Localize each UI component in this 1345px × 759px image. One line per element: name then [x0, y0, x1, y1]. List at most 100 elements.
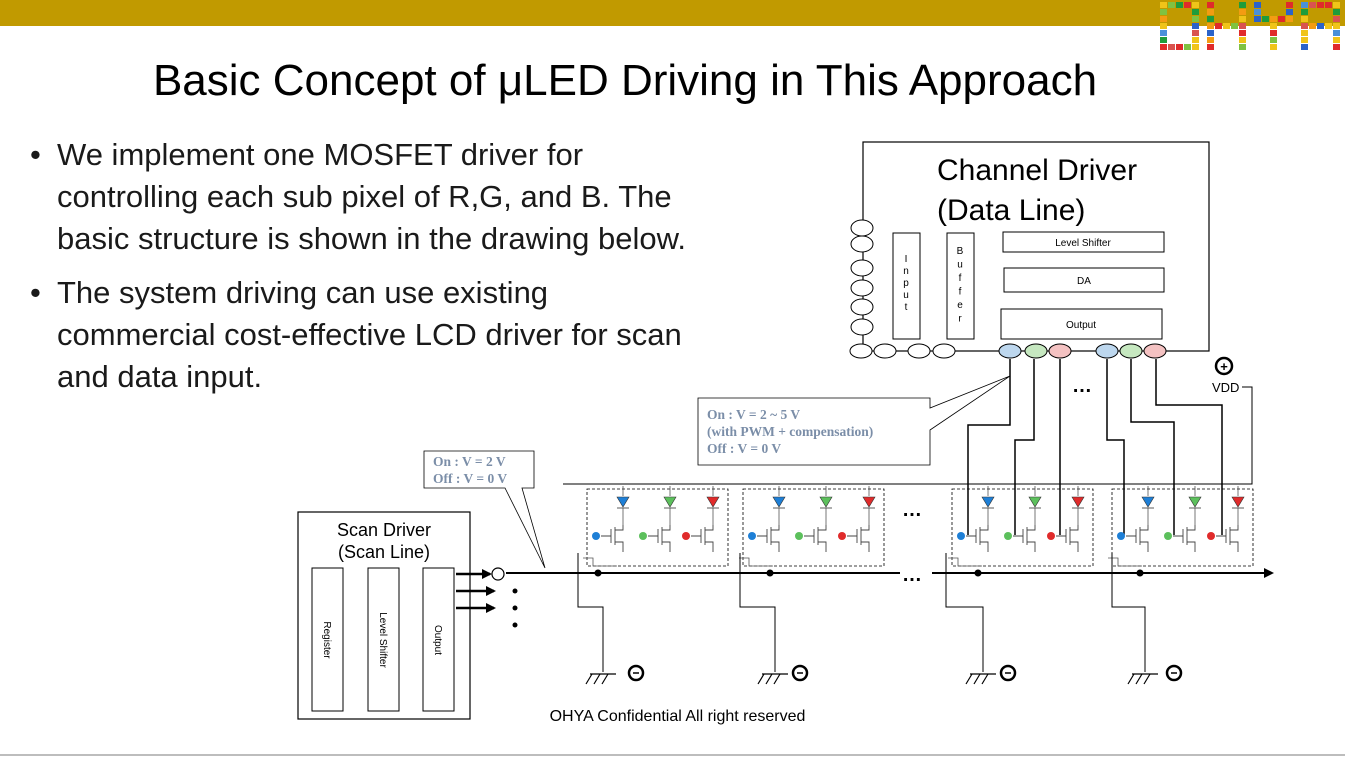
logo-pixel — [1207, 16, 1214, 22]
led-icon — [1028, 496, 1042, 508]
ohya-logo — [1160, 2, 1340, 50]
ground-hatch — [981, 673, 989, 685]
mosfet-icon — [601, 525, 624, 552]
input-pin — [850, 279, 874, 297]
data-callout-line3: Off : V = 0 V — [707, 441, 781, 456]
input-letter: p — [903, 278, 909, 289]
led-icon — [981, 496, 995, 508]
scan-level-shifter-block — [367, 567, 400, 712]
data-lines — [967, 359, 1223, 535]
ground-return — [739, 553, 809, 685]
data-line-blue-2 — [1106, 359, 1125, 535]
logo-pixel — [1160, 16, 1167, 22]
led-icon — [1231, 496, 1245, 508]
source-lead — [1108, 557, 1142, 567]
logo-pixel — [1231, 23, 1238, 29]
mosfet-icon — [1126, 525, 1149, 552]
logo-pixel — [1160, 2, 1167, 8]
data-output-pin — [998, 343, 1022, 359]
logo-pixel — [1207, 9, 1214, 15]
output-label: Output — [1066, 320, 1096, 331]
logo-pixel — [1168, 44, 1175, 50]
logo-pixel — [1270, 30, 1277, 36]
led-icon — [819, 496, 833, 508]
logo-pixel — [1168, 2, 1175, 8]
gate-node — [1117, 532, 1125, 540]
ground-wire — [739, 553, 776, 672]
scan-callout-line1: On : V = 2 V — [433, 454, 506, 469]
input-pin — [850, 219, 874, 237]
logo-pixel — [1317, 23, 1324, 29]
bottom-pin — [849, 343, 873, 359]
logo-pixel — [1207, 44, 1214, 50]
logo-pixel — [1192, 44, 1199, 50]
channel-driver-subtitle: (Data Line) — [937, 194, 1085, 227]
input-letter: u — [903, 290, 909, 301]
logo-pixel — [1286, 16, 1293, 22]
ground-hatch — [973, 673, 981, 685]
scan-driver-subtitle: (Scan Line) — [338, 542, 430, 562]
led-icon — [706, 496, 720, 508]
data-line-red-2 — [1155, 359, 1223, 535]
logo-pixel — [1286, 2, 1293, 8]
data-line-green-1 — [1014, 359, 1035, 535]
logo-pixel — [1325, 2, 1332, 8]
logo-pixel — [1309, 23, 1316, 29]
pixel-group — [1108, 486, 1254, 567]
led-icon — [1141, 496, 1155, 508]
ground-hatch — [757, 673, 765, 685]
logo-pixel — [1239, 30, 1246, 36]
mosfet-icon — [804, 525, 827, 552]
input-pin — [850, 318, 874, 336]
da-label: DA — [1077, 276, 1091, 287]
pixel-group-box — [586, 488, 729, 567]
logo-pixel — [1239, 2, 1246, 8]
logo-pixel — [1239, 37, 1246, 43]
footer-confidential: OHYA Confidential All right reserved — [549, 708, 806, 725]
logo-pixel — [1301, 16, 1308, 22]
logo-pixel — [1192, 30, 1199, 36]
logo-pixel — [1278, 16, 1285, 22]
data-voltage-callout: On : V = 2 ~ 5 V (with PWM + compensatio… — [697, 375, 1011, 466]
buffer-letter: B — [957, 246, 964, 257]
vertical-dot — [512, 588, 518, 594]
led-icon — [1071, 496, 1085, 508]
vdd-plus-icon — [1214, 356, 1234, 376]
vdd-plus-symbol: + — [1220, 359, 1228, 374]
logo-pixel — [1239, 9, 1246, 15]
vdd-label: VDD — [1212, 380, 1239, 395]
logo-pixel — [1286, 9, 1293, 15]
data-callout-box — [697, 375, 1011, 466]
logo-pixel — [1309, 2, 1316, 8]
scan-callout-box — [423, 450, 546, 569]
logo-pixel — [1301, 9, 1308, 15]
data-output-pin — [1119, 343, 1143, 359]
mosfet-icon — [648, 525, 671, 552]
logo-pixel — [1207, 2, 1214, 8]
logo-pixel — [1207, 23, 1214, 29]
pixel-group — [583, 486, 729, 567]
ground-hatch — [765, 673, 773, 685]
bullet-list: We implement one MOSFET driver for contr… — [30, 134, 710, 410]
channel-driver-title: Channel Driver — [937, 154, 1137, 187]
led-icon — [862, 496, 876, 508]
input-pins — [850, 219, 874, 336]
buffer-letter: u — [957, 260, 963, 271]
pixel-group-box — [1111, 488, 1254, 567]
logo-pixel — [1192, 9, 1199, 15]
ground-wire — [577, 553, 604, 672]
ground-hatch — [593, 673, 601, 685]
logo-pixel — [1207, 30, 1214, 36]
level-shifter-label: Level Shifter — [1055, 238, 1111, 249]
logo-pixel — [1333, 9, 1340, 15]
logo-pixel — [1270, 23, 1277, 29]
register-block — [311, 567, 344, 712]
gate-node — [682, 532, 690, 540]
logo-pixel — [1301, 37, 1308, 43]
ground-hatch — [965, 673, 973, 685]
junction-dot — [1136, 569, 1144, 577]
logo-pixel — [1192, 2, 1199, 8]
logo-pixel — [1160, 9, 1167, 15]
